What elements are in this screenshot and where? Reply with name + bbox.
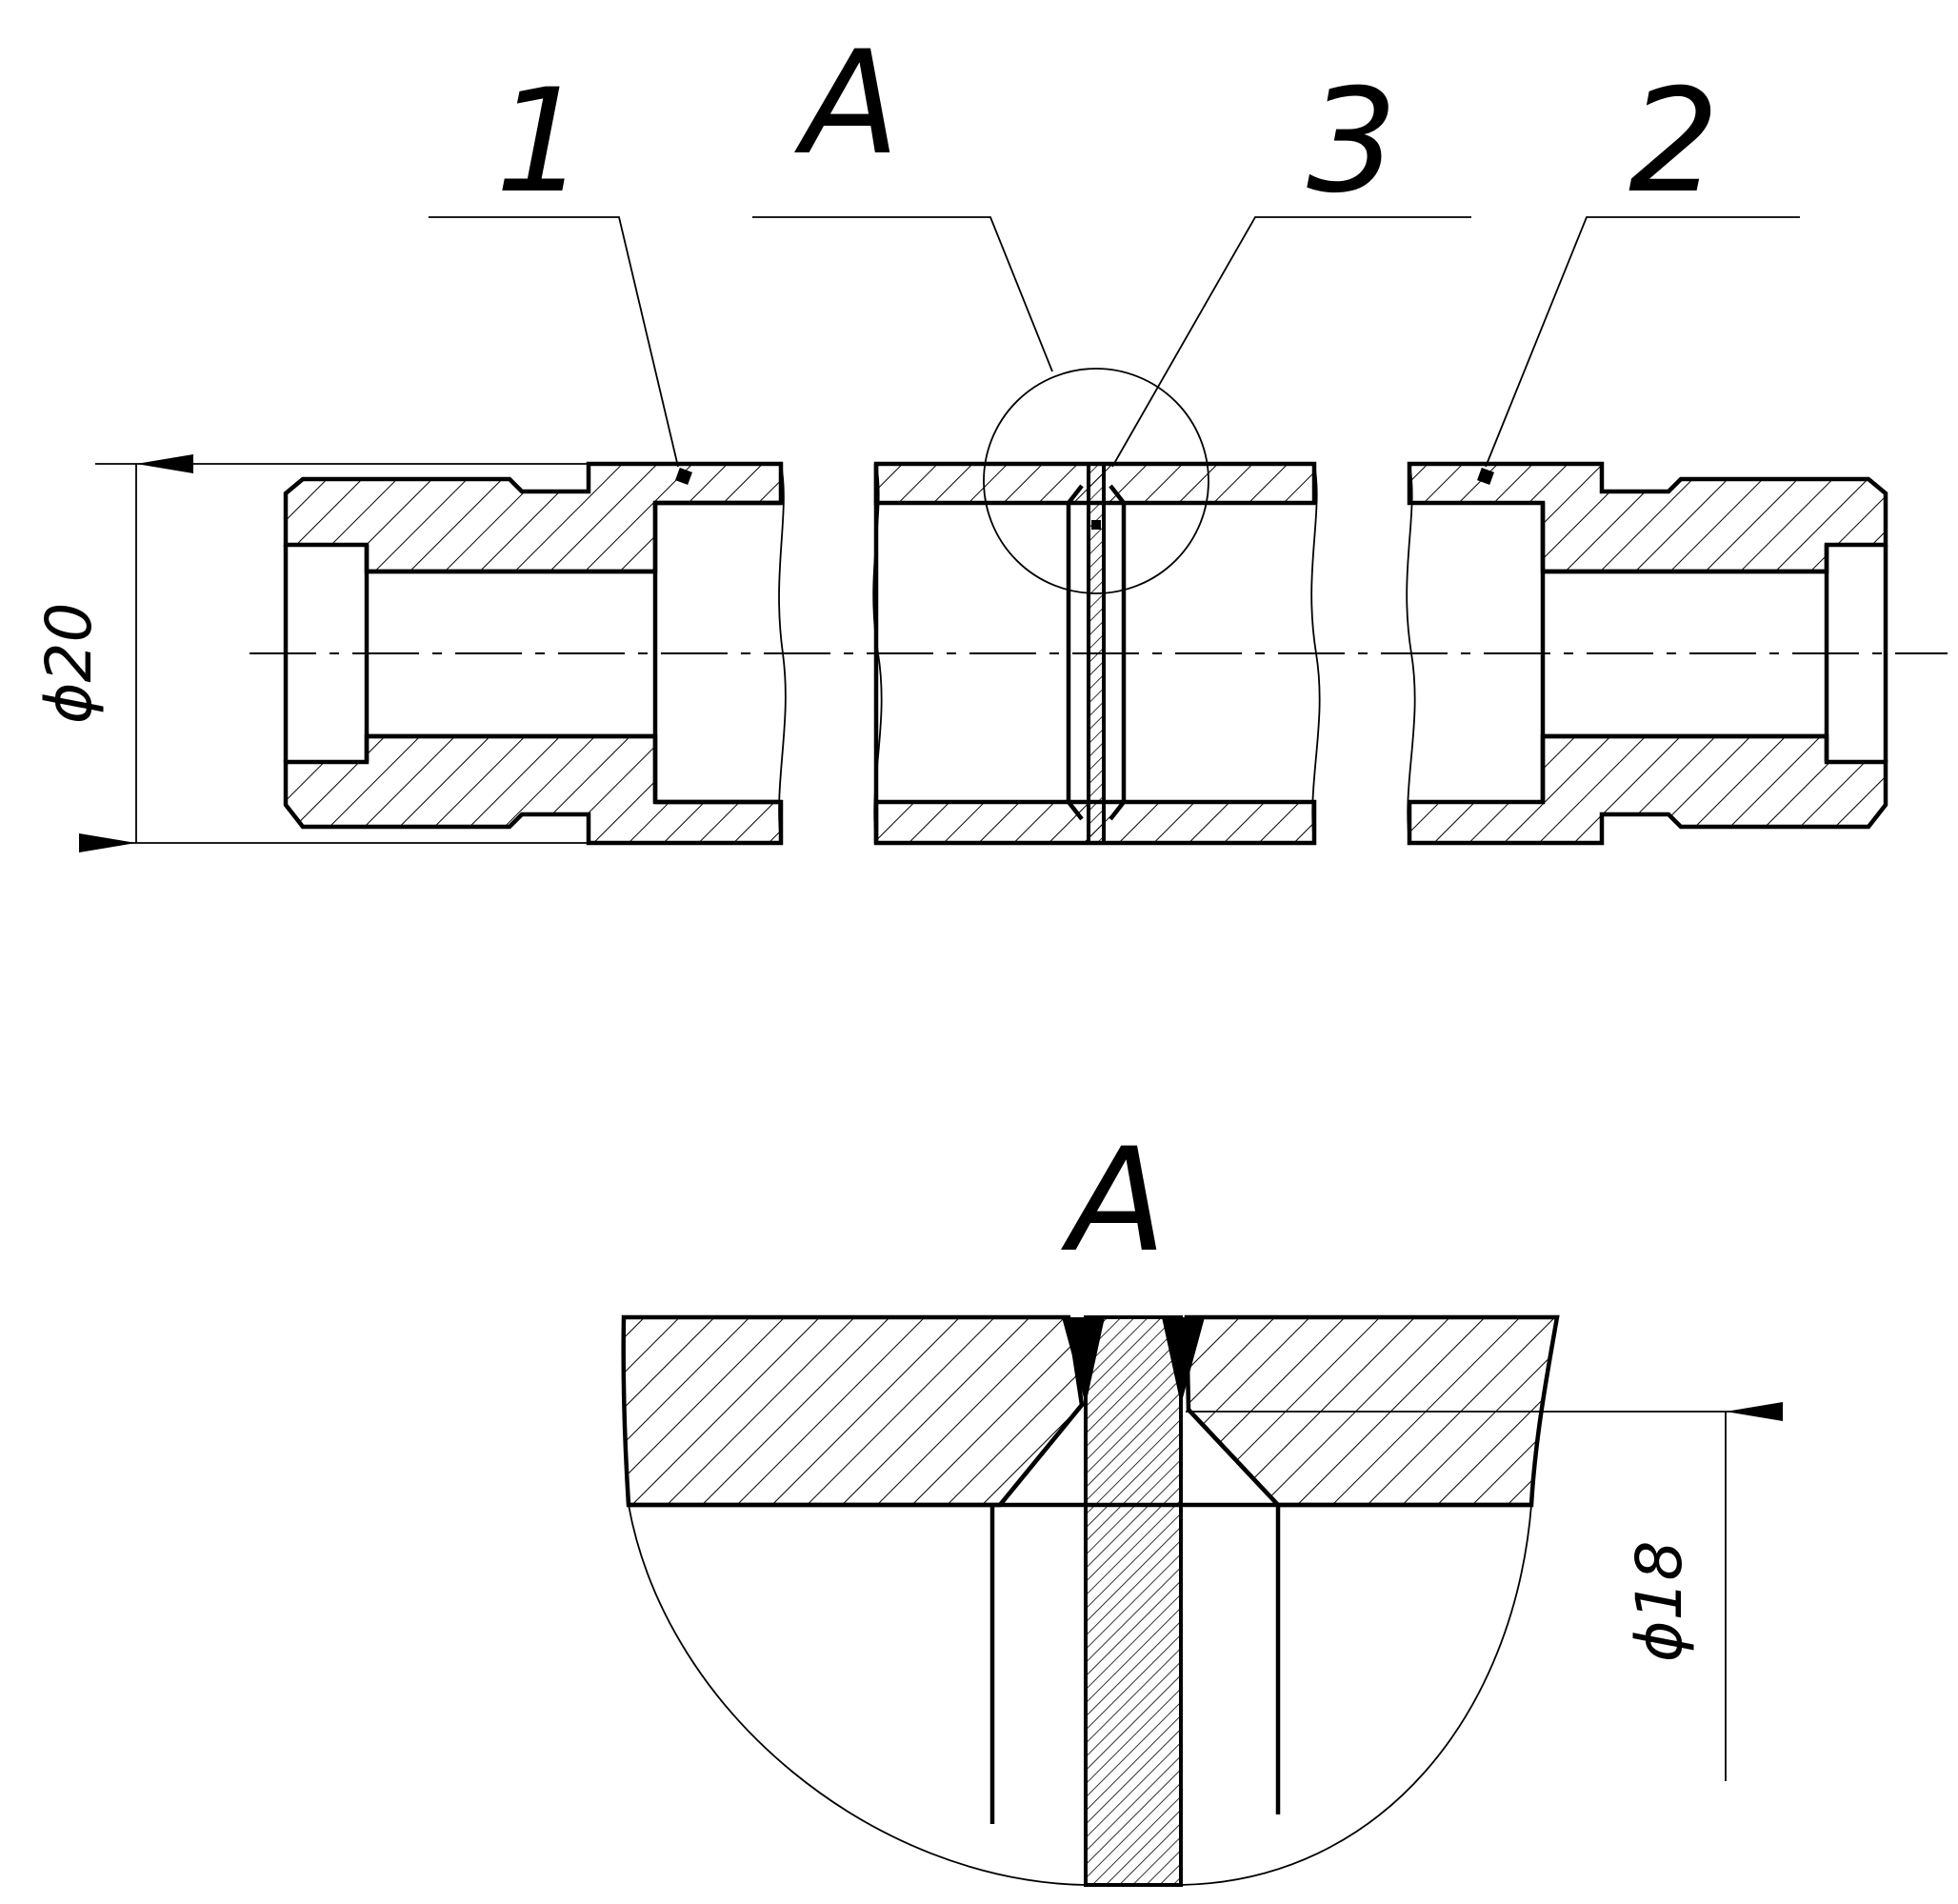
- callout-part1: 1: [495, 59, 586, 225]
- inner-diameter-label: ϕ18: [1623, 1540, 1696, 1662]
- right-fitting: [1406, 461, 1888, 846]
- leader-detail-a: [752, 216, 1053, 372]
- callout-part2: 2: [1628, 59, 1719, 225]
- detail-weld-left: [1062, 1317, 1105, 1405]
- detail-circle-a: [983, 368, 1209, 594]
- detail-weld-right: [1162, 1317, 1205, 1405]
- diaphragm-plate: [1087, 462, 1106, 845]
- main-section-view: 1 A 3 2 ϕ20: [32, 21, 1948, 852]
- center-weld-mark: [1091, 520, 1101, 530]
- right-weld-mark: [1477, 468, 1494, 485]
- middle-right-break-line: [1310, 463, 1321, 844]
- right-fitting-lower-wall: [1407, 733, 1888, 846]
- left-fitting-upper-wall: [283, 461, 784, 574]
- leader-part3: [1111, 216, 1471, 468]
- middle-pipe: [872, 461, 1321, 846]
- left-fitting-lower-wall: [283, 733, 784, 846]
- callout-part3: 3: [1307, 59, 1397, 225]
- leader-part1: [429, 216, 679, 468]
- right-break-line: [1406, 463, 1416, 844]
- left-break-line: [778, 463, 787, 844]
- middle-left-break-line: [872, 463, 883, 844]
- leader-lines: [429, 216, 1800, 468]
- detail-view-title: A: [1061, 1118, 1167, 1284]
- leader-part2: [1485, 216, 1800, 468]
- detail-boundary: [628, 1504, 1532, 1886]
- outer-diameter-dimension: ϕ20: [32, 454, 589, 852]
- detail-left-wall: [621, 1314, 1085, 1508]
- outer-diameter-label: ϕ20: [32, 602, 106, 724]
- left-fitting: [283, 461, 787, 846]
- detail-diaphragm-plate: [1084, 1315, 1183, 1887]
- inner-diameter-dimension: ϕ18: [1186, 1402, 1783, 1781]
- left-weld-mark: [675, 468, 692, 485]
- callout-detail-a: A: [794, 21, 900, 187]
- detail-view-a: A ϕ18: [621, 1118, 1783, 1887]
